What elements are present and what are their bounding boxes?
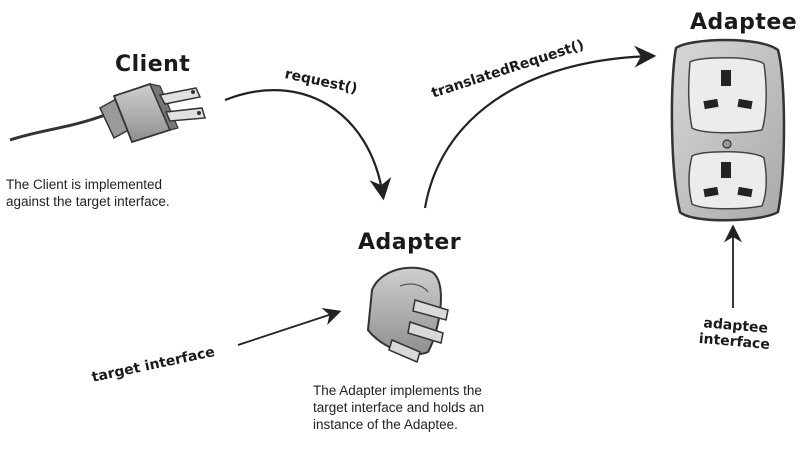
adapter-description-line: The Adapter implements the [313,383,482,398]
translated-request-arrow [423,45,657,209]
client-description-line: against the target interface. [6,194,170,209]
client-title: Client [115,52,191,77]
client-description-line: The Client is implemented [6,177,163,192]
adapter-description-line: instance of the Adaptee. [313,417,458,432]
adapter-description-line: target interface and holds an [313,400,485,415]
adapter-description: The Adapter implements the target interf… [313,382,484,433]
us-plug-icon [9,82,206,144]
uk-adapter-plug-icon [366,266,449,364]
adaptee-title: Adaptee [690,10,798,35]
client-description: The Client is implemented against the ta… [6,176,170,210]
request-arrow [224,89,392,201]
target-interface-arrow [237,307,342,346]
uk-wall-socket-icon [670,38,786,222]
adapter-title: Adapter [358,230,462,255]
